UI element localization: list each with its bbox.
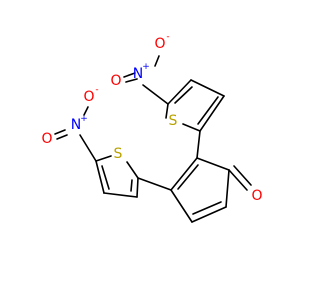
bond-ring-to-thiophene-upper [196, 130, 201, 159]
bond-s-c5t-lower [95, 155, 112, 162]
bond-c1-o-double [233, 165, 252, 186]
bond-c5t-n [142, 84, 169, 105]
molecule-diagram: O S N + O - O S N + O - O [0, 0, 300, 300]
bond-c5t-n-lower [79, 134, 97, 162]
bond-s-c5t [165, 103, 169, 119]
bond-c1-c5 [225, 169, 230, 208]
upper-sulfur-label: S [169, 113, 178, 129]
bond-c2-c1 [196, 157, 230, 171]
bond-c3t-c2t-lower-double [130, 179, 133, 192]
lower-thiophene-ring [54, 106, 172, 198]
bond-c5t-c4t-lower-double [101, 165, 110, 190]
bond-c2t-s [182, 123, 201, 132]
bond-c5t-c4t-lower [95, 160, 105, 194]
bond-n-o-double-lower-2 [56, 134, 68, 140]
lower-oxide-oxygen-label: O [83, 89, 94, 105]
bond-c3t-c2t [199, 95, 225, 132]
upper-thiophene-ring [123, 55, 225, 159]
lower-nitrogen-label: N [71, 117, 81, 133]
bond-c5-c4-double [192, 201, 222, 215]
bond-c5t-c4t-double [174, 86, 193, 104]
bond-c5t-c4t [167, 79, 192, 105]
lower-sulfur-label: S [114, 146, 123, 162]
ketone-oxygen-label: O [251, 188, 262, 204]
bond-c4-c3 [170, 189, 193, 223]
lower-nitro-oxygen-label: O [41, 131, 52, 147]
upper-nitrogen-label: N [133, 66, 143, 82]
bond-c3-c2 [170, 157, 198, 191]
upper-oxide-oxygen-label: O [154, 36, 165, 52]
bond-c1-o [228, 169, 248, 191]
bond-c2t-s-lower [126, 161, 139, 179]
lower-nitrogen-plus: + [80, 114, 88, 124]
bond-c3t-c2t-lower [136, 177, 139, 198]
cyclopentadienone-ring [170, 157, 252, 223]
bond-c4t-c3t [190, 79, 225, 97]
bond-c3-c2-double [177, 164, 199, 190]
bond-n-o-double-lower [54, 129, 66, 135]
lower-oxide-minus: - [95, 85, 98, 95]
bond-n-o-minus-upper [154, 55, 160, 67]
bond-c5-c4 [191, 206, 227, 223]
upper-nitro-oxygen-label: O [110, 73, 121, 89]
bond-n-o-minus-lower [83, 106, 89, 116]
upper-oxide-minus: - [166, 32, 169, 42]
bond-c3t-c2t-double [197, 96, 219, 125]
bond-n-o-double-upper-2 [125, 78, 138, 83]
structure-drawing: O S N + O - O S N + O - O [0, 0, 300, 300]
upper-nitrogen-plus: + [142, 62, 150, 72]
bond-c4t-c3t-lower [103, 192, 138, 198]
atom-labels: O S N + O - O S N + O - O [41, 32, 262, 204]
bond-n-o-double-upper [123, 72, 136, 78]
bond-ring-to-thiophene-lower [137, 177, 172, 191]
background [0, 0, 300, 300]
